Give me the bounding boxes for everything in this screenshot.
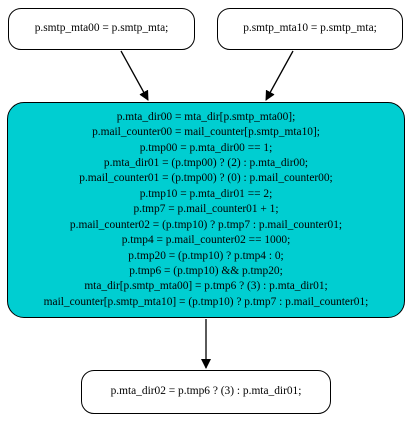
main-line-13: mail_counter[p.smtp_mta10] = (p.tmp10) ?…	[43, 295, 369, 308]
main-line-8: p.mail_counter02 = (p.tmp10) ? p.tmp7 : …	[69, 218, 343, 231]
main-line-2: p.mail_counter00 = mail_counter[p.smtp_m…	[92, 126, 320, 139]
node-smtp-mta10-label: p.smtp_mta10 = p.smtp_mta;	[243, 22, 377, 35]
main-line-1: p.mta_dir00 = mta_dir[p.smtp_mta00];	[116, 110, 296, 123]
main-line-7: p.tmp7 = p.mail_counter01 + 1;	[133, 203, 279, 216]
main-line-4: p.mta_dir01 = (p.tmp00) ? (2) : p.mta_di…	[103, 157, 309, 170]
main-line-12: mta_dir[p.smtp_mta00] = p.tmp6 ? (3) : p…	[84, 280, 328, 293]
node-mta-dir02-label: p.mta_dir02 = p.tmp6 ? (3) : p.mta_dir01…	[110, 385, 302, 398]
main-line-10: p.tmp20 = (p.tmp10) ? p.tmp4 : 0;	[128, 249, 284, 262]
node-mta-dir02: p.mta_dir02 = p.tmp6 ? (3) : p.mta_dir01…	[81, 370, 331, 414]
node-smtp-mta00-label: p.smtp_mta00 = p.smtp_mta;	[34, 22, 169, 35]
main-line-11: p.tmp6 = (p.tmp10) && p.tmp20;	[129, 264, 283, 277]
node-main-block: p.mta_dir00 = mta_dir[p.smtp_mta00]; p.m…	[7, 102, 405, 318]
edge-top-left-to-main	[120, 50, 149, 101]
node-smtp-mta00: p.smtp_mta00 = p.smtp_mta;	[8, 8, 195, 50]
main-line-9: p.tmp4 = p.mail_counter02 == 1000;	[121, 234, 291, 247]
node-smtp-mta10: p.smtp_mta10 = p.smtp_mta;	[217, 8, 403, 50]
edge-top-right-to-main	[265, 50, 294, 101]
main-line-3: p.tmp00 = p.mta_dir00 == 1;	[139, 141, 273, 154]
main-line-5: p.mail_counter01 = (p.tmp00) ? (0) : p.m…	[79, 172, 333, 185]
main-line-6: p.tmp10 = p.mta_dir01 == 2;	[139, 187, 273, 200]
